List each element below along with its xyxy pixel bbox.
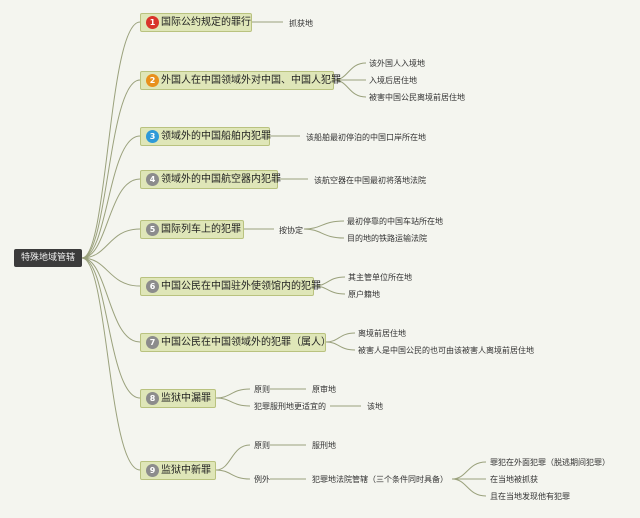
branch-5-label: 国际列车上的犯罪 (161, 224, 241, 235)
branch-9-label: 监狱中新罪 (161, 465, 211, 476)
branch-3-label: 领域外的中国船舶内犯罪 (161, 131, 271, 142)
branch-1-node[interactable]: 1 国际公约规定的罪行 (140, 13, 252, 32)
branch-7-node[interactable]: 7 中国公民在中国领域外的犯罪（属人） (140, 333, 331, 352)
connector-line-28 (215, 469, 251, 480)
branch-5-detail-2: 目的地的铁路运输法院 (347, 234, 427, 243)
connector-line-8 (81, 257, 141, 399)
connector-line-33 (451, 478, 487, 497)
branch-5-detail-1: 最初停靠的中国车站所在地 (347, 217, 443, 226)
branch-9-rule-1-label: 原则 (254, 441, 270, 450)
branch-9-rule-1-value: 服刑地 (312, 441, 336, 450)
branch-8-rule-2-value: 该地 (367, 402, 383, 411)
connector-line-6 (81, 257, 141, 287)
branch-8-node[interactable]: 8 监狱中漏罪 (140, 389, 216, 408)
connector-line-2 (81, 79, 141, 259)
branch-8-rule-1-label: 原则 (254, 385, 270, 394)
branch-2-node[interactable]: 2 外国人在中国领域外对中国、中国人犯罪 (140, 71, 341, 90)
branch-9-node[interactable]: 9 监狱中新罪 (140, 461, 216, 480)
number-9-icon: 9 (146, 464, 159, 477)
connector-line-9 (81, 257, 141, 471)
connector-line-22 (325, 341, 356, 351)
branch-2-detail-1: 该外国人入境地 (369, 59, 425, 68)
root-node[interactable]: 特殊地域管辖 (14, 249, 82, 267)
connector-line-13 (333, 79, 367, 98)
branch-3-node[interactable]: 3 领域外的中国船舶内犯罪 (140, 127, 271, 146)
branch-9-condition-1: 罪犯在外面犯罪（脱逃期间犯罪） (490, 458, 610, 467)
number-5-icon: 5 (146, 223, 159, 236)
number-3-icon: 3 (146, 130, 159, 143)
connector-line-7 (81, 257, 141, 343)
branch-9-rule-2-value: 犯罪地法院管辖（三个条件同时具备） (312, 475, 448, 484)
connector-line-5 (81, 228, 141, 259)
branch-2-detail-3: 被害中国公民离境前居住地 (369, 93, 465, 102)
branch-4-detail-1: 该航空器在中国最初将落地法院 (314, 176, 426, 185)
number-2-icon: 2 (146, 74, 159, 87)
branch-1-label: 国际公约规定的罪行 (161, 17, 251, 28)
connector-line-18 (303, 228, 345, 239)
connector-line-23 (215, 388, 251, 399)
branch-9-condition-3: 且在当地发现他有犯罪 (490, 492, 570, 501)
branch-8-rule-2-label: 犯罪服刑地更适宜的 (254, 402, 326, 411)
branch-7-detail-2: 被害人是中国公民的也可由该被害人离境前居住地 (358, 346, 534, 355)
branch-2-label: 外国人在中国领域外对中国、中国人犯罪 (161, 75, 341, 86)
branch-6-node[interactable]: 6 中国公民在中国驻外使领馆内的犯罪 (140, 277, 321, 296)
branch-7-label: 中国公民在中国领域外的犯罪（属人） (161, 337, 331, 348)
branch-3-detail-1: 该船舶最初停泊的中国口岸所在地 (306, 133, 426, 142)
branch-9-condition-2: 在当地被抓获 (490, 475, 538, 484)
branch-5-node[interactable]: 5 国际列车上的犯罪 (140, 220, 244, 239)
connector-line-31 (451, 461, 487, 480)
connector-line-4 (81, 178, 141, 259)
branch-9-rule-2-label: 例外 (254, 475, 270, 484)
connector-line-17 (303, 220, 345, 230)
branch-4-label: 领域外的中国航空器内犯罪 (161, 174, 281, 185)
branch-7-detail-1: 离境前居住地 (358, 329, 406, 338)
branch-2-detail-2: 入境后居住地 (369, 76, 417, 85)
branch-5-mid: 按协定 (279, 226, 303, 235)
branch-1-detail-1: 抓获地 (289, 19, 313, 28)
connector-line-3 (81, 135, 141, 259)
number-1-icon: 1 (146, 16, 159, 29)
connector-line-1 (81, 21, 141, 259)
branch-8-label: 监狱中漏罪 (161, 393, 211, 404)
connector-line-24 (215, 397, 251, 407)
connector-line-27 (215, 444, 251, 471)
branch-8-rule-1-value: 原审地 (312, 385, 336, 394)
number-4-icon: 4 (146, 173, 159, 186)
branch-6-detail-1: 其主管单位所在地 (348, 273, 412, 282)
branch-4-node[interactable]: 4 领域外的中国航空器内犯罪 (140, 170, 281, 189)
connector-line-20 (313, 285, 346, 295)
number-6-icon: 6 (146, 280, 159, 293)
number-8-icon: 8 (146, 392, 159, 405)
branch-6-detail-2: 原户籍地 (348, 290, 380, 299)
number-7-icon: 7 (146, 336, 159, 349)
branch-6-label: 中国公民在中国驻外使领馆内的犯罪 (161, 281, 321, 292)
